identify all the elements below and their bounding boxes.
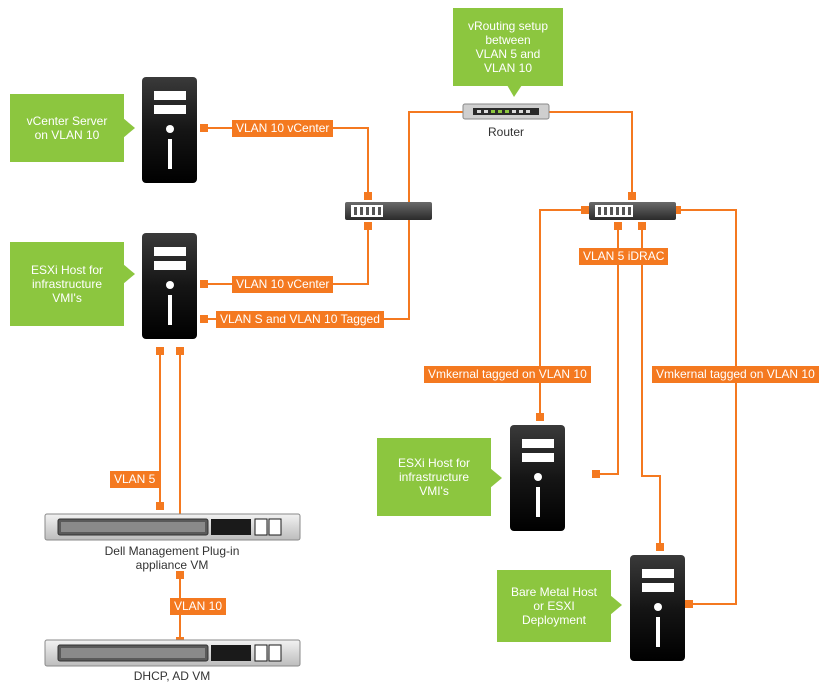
label-vlan10-vcenter-bottom: VLAN 10 vCenter bbox=[232, 276, 334, 293]
label-vlan10: VLAN 10 bbox=[170, 598, 227, 615]
caption-dell-plugin: Dell Management Plug-in appliance VM bbox=[104, 544, 240, 572]
server-tower-vcenter bbox=[142, 77, 197, 183]
server-tower-esxi-right bbox=[510, 425, 565, 531]
link-idrac-to-esxi-right bbox=[596, 226, 619, 475]
link-router-to-switch bbox=[548, 111, 633, 196]
port-markers bbox=[156, 124, 693, 645]
callout-vcenter-server: vCenter Server on VLAN 10 bbox=[10, 94, 124, 162]
switch-right bbox=[589, 202, 676, 220]
switch-left bbox=[345, 202, 432, 220]
label-vmkernal-right: Vmkernal tagged on VLAN 10 bbox=[652, 366, 819, 383]
router-device bbox=[462, 103, 550, 120]
link-switch-to-esxi-right bbox=[539, 209, 585, 417]
label-vmkernal-left: Vmkernal tagged on VLAN 10 bbox=[424, 366, 591, 383]
link-vcenter-to-switch bbox=[204, 127, 369, 196]
link-switch-to-baremetal bbox=[641, 226, 661, 547]
callout-esxi-host-left: ESXi Host for infrastructure VMI's bbox=[10, 242, 124, 326]
rack-appliance-dell bbox=[44, 513, 301, 541]
callout-pointers bbox=[123, 85, 622, 615]
rack-appliance-dhcp bbox=[44, 639, 301, 667]
label-vlan10-vcenter-top: VLAN 10 vCenter bbox=[232, 120, 334, 137]
server-tower-esxi-left bbox=[142, 233, 197, 339]
caption-router: Router bbox=[487, 125, 525, 139]
label-vlan5: VLAN 5 bbox=[110, 471, 160, 488]
server-tower-bare-metal bbox=[630, 555, 685, 661]
label-vlan5-idrac: VLAN 5 iDRAC bbox=[579, 248, 669, 265]
caption-dhcp-ad: DHCP, AD VM bbox=[133, 669, 211, 683]
link-switch-right-to-baremetal bbox=[677, 209, 737, 605]
callout-bare-metal: Bare Metal Host or ESXI Deployment bbox=[497, 570, 611, 642]
label-vlan5-vlan10-tagged: VLAN S and VLAN 10 Tagged bbox=[216, 311, 384, 328]
callout-esxi-host-right: ESXi Host for infrastructure VMI's bbox=[377, 438, 491, 516]
callout-vrouting: vRouting setup between VLAN 5 and VLAN 1… bbox=[453, 8, 563, 86]
